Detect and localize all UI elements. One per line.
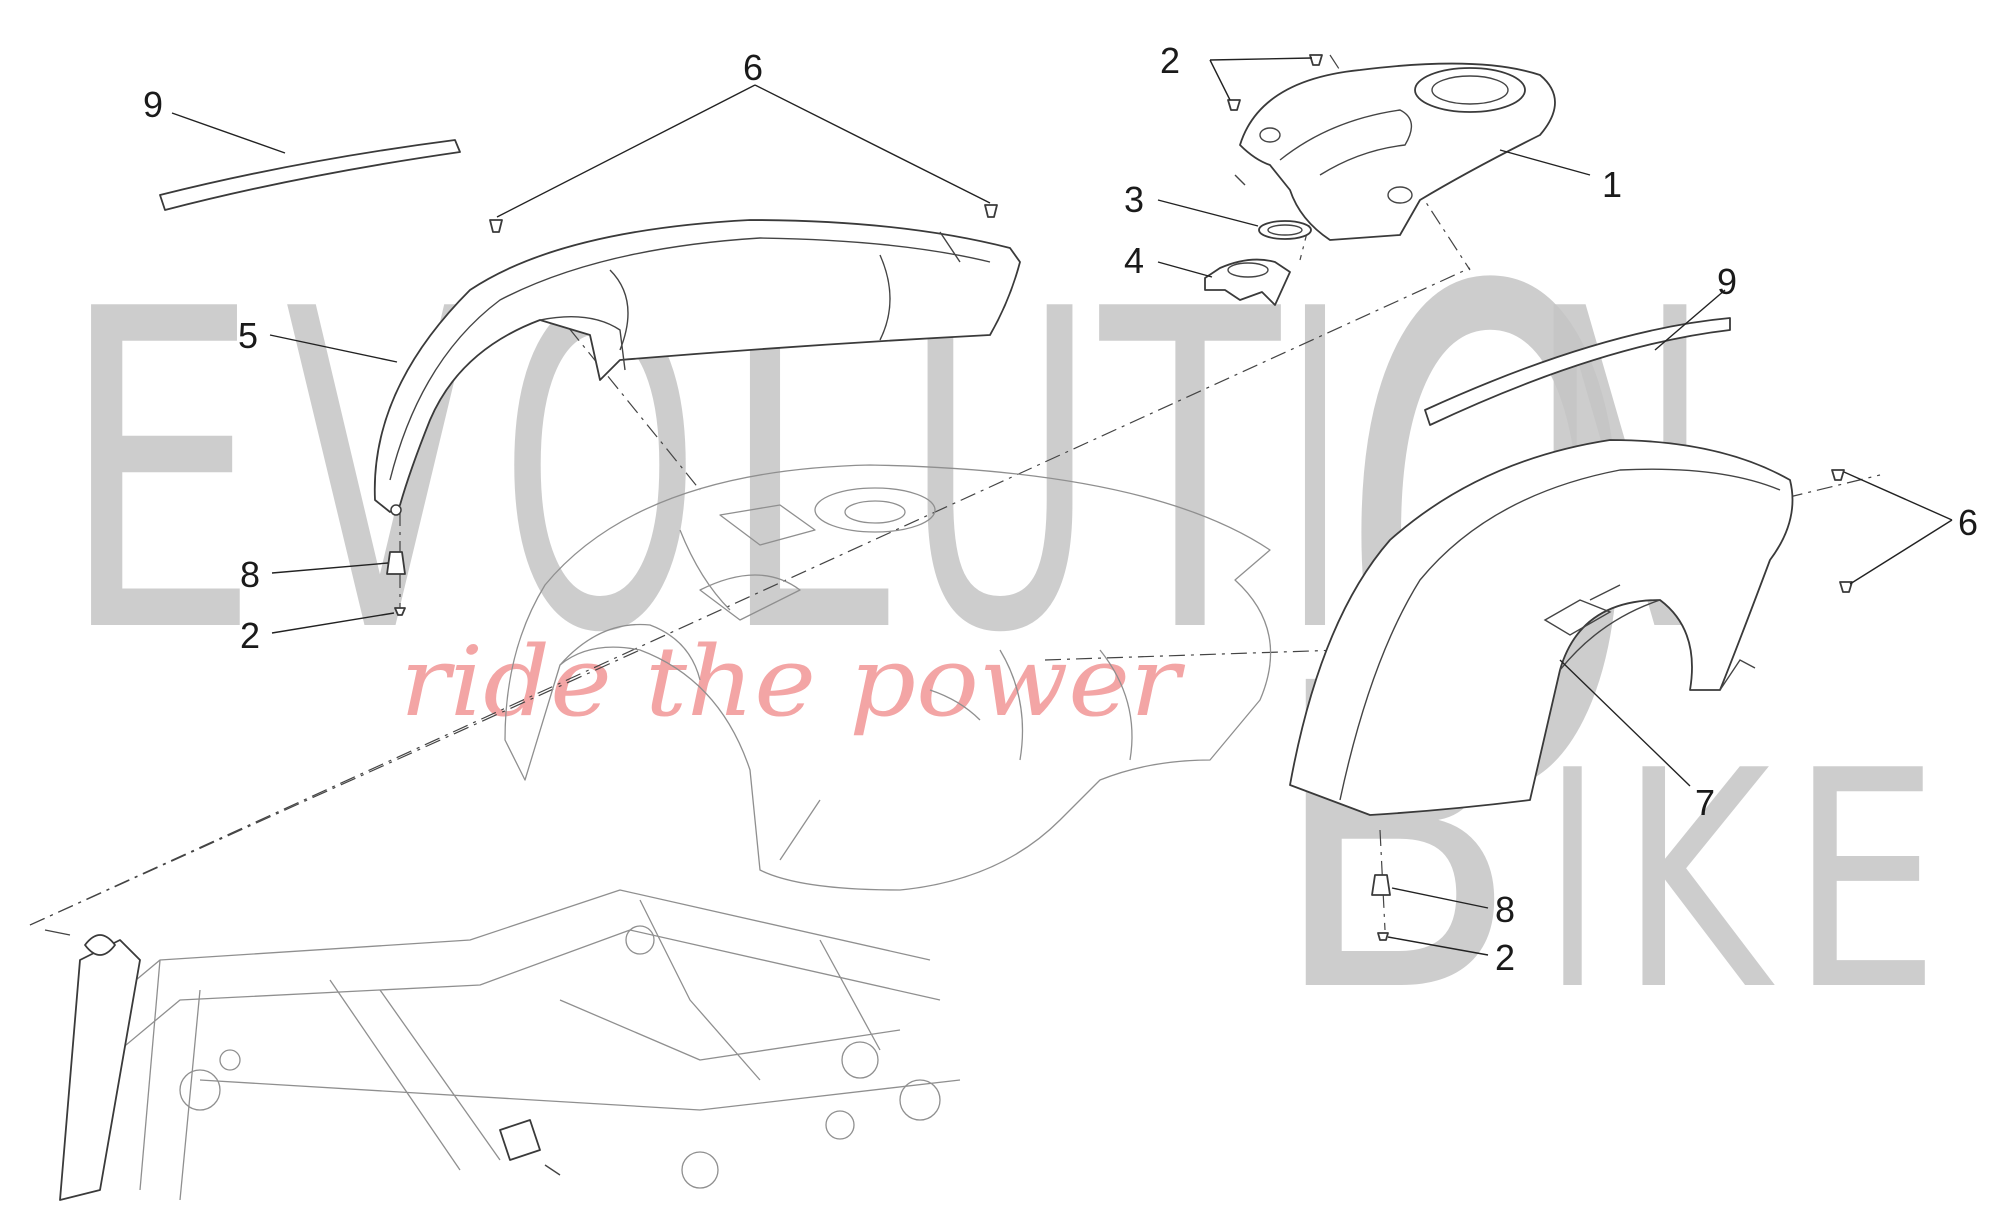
watermark-letter-e: E <box>60 217 260 729</box>
left-screw <box>394 607 406 616</box>
watermark-letter-e2: E <box>1790 707 1940 1056</box>
left-cover-screw-b <box>984 204 998 218</box>
callout-left-screw-2: 2 <box>240 615 260 656</box>
left-trim-strip <box>159 139 461 211</box>
hardware <box>386 54 1853 941</box>
leader-lines <box>171 57 1953 956</box>
ring-4 <box>1204 258 1291 306</box>
callout-left-strip-9: 9 <box>143 84 163 125</box>
callout-gasket-3: 3 <box>1124 179 1144 220</box>
right-side-cover <box>1289 439 1794 816</box>
callout-left-cover-5: 5 <box>238 315 258 356</box>
right-cover-screw-a <box>1831 469 1845 481</box>
callout-right-screws-6: 6 <box>1958 502 1978 543</box>
fuel-tank <box>504 464 1272 891</box>
right-trim-strip <box>1424 317 1731 426</box>
right-screw <box>1377 932 1389 941</box>
callout-left-bush-8: 8 <box>240 554 260 595</box>
callout-right-cover-7: 7 <box>1695 782 1715 823</box>
watermark-letter-t: T <box>1095 217 1284 729</box>
left-bush <box>386 551 406 575</box>
watermark-tagline: ride the power <box>400 626 1186 738</box>
gasket-3 <box>1258 220 1312 240</box>
callout-top-screws-2: 2 <box>1160 40 1180 81</box>
callout-left-screws-6: 6 <box>743 47 763 88</box>
left-cover-screw-a <box>489 219 503 233</box>
callout-right-screw-2: 2 <box>1495 937 1515 978</box>
watermark-letter-i2: I <box>1545 707 1600 1056</box>
frame <box>44 889 961 1201</box>
assembly-line-long <box>29 267 1471 926</box>
top-screw-b <box>1309 54 1323 66</box>
right-cover-screw-b <box>1839 581 1853 593</box>
callout-labels: 9 6 5 8 2 2 1 3 4 9 6 7 8 2 <box>143 40 1978 978</box>
tank-top-cover <box>1234 62 1556 241</box>
top-screw-a <box>1227 99 1241 111</box>
callout-right-bush-8: 8 <box>1495 889 1515 930</box>
callout-tank-cover-1: 1 <box>1602 164 1622 205</box>
watermark-letter-k: K <box>1620 707 1777 1056</box>
left-side-cover <box>373 219 1021 516</box>
right-bush <box>1371 874 1391 896</box>
callout-ring-4: 4 <box>1124 240 1144 281</box>
callout-right-strip-9: 9 <box>1717 261 1737 302</box>
